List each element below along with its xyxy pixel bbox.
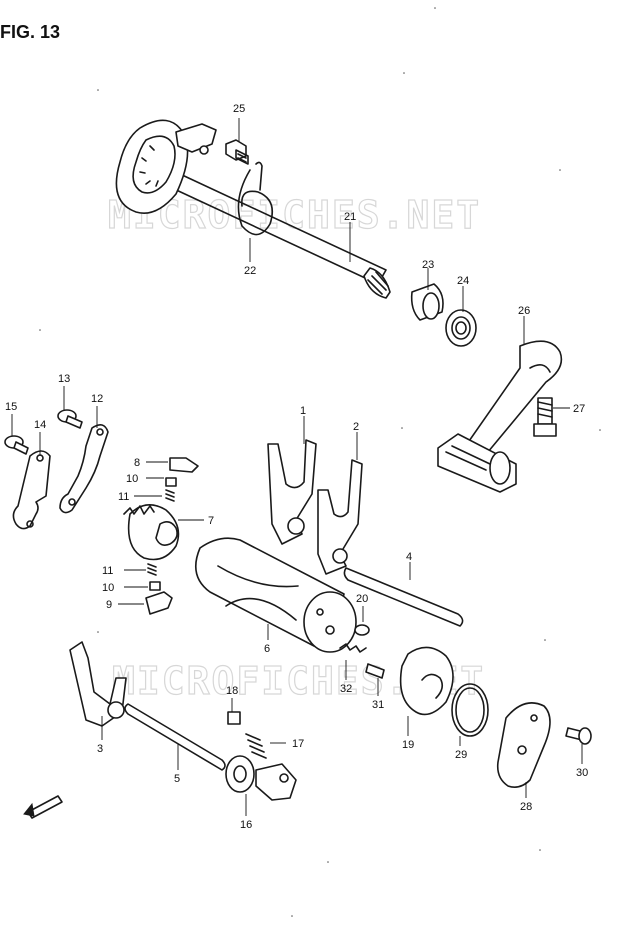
- callout-11-lower: 11: [102, 565, 113, 577]
- part-23-bushing: [410, 283, 444, 321]
- callout-22: 22: [244, 265, 256, 277]
- callout-21: 21: [344, 211, 356, 223]
- part-21-gearshift-shaft: [115, 119, 391, 299]
- callout-5: 5: [174, 773, 180, 785]
- callout-8: 8: [134, 457, 140, 469]
- callouts: 25 21 22 23 24 26 27 1 2 4 6 7 8 10 11 1…: [5, 103, 588, 831]
- part-11-spring-lower: [147, 563, 157, 576]
- callout-14: 14: [34, 419, 46, 431]
- part-8-pawl: [169, 457, 199, 473]
- callout-27: 27: [573, 403, 585, 415]
- part-28-cover: [496, 702, 551, 788]
- callout-6: 6: [264, 643, 270, 655]
- part-22-spring: [237, 161, 274, 236]
- part-9-pawl-lower: [145, 591, 173, 615]
- callout-16: 16: [240, 819, 252, 831]
- part-11-spring-upper: [165, 489, 175, 502]
- callout-10-lower: 10: [102, 582, 114, 594]
- part-7-cam-driven-gear: [123, 504, 180, 561]
- part-10-pin-upper: [165, 477, 177, 487]
- part-32-spring: [339, 643, 367, 653]
- part-18-pin: [227, 711, 241, 725]
- callout-19: 19: [402, 739, 414, 751]
- callout-13: 13: [58, 373, 70, 385]
- callout-9: 9: [106, 599, 112, 611]
- callout-30: 30: [576, 767, 588, 779]
- callout-17: 17: [292, 738, 304, 750]
- part-20-plug: [354, 624, 370, 636]
- part-6-gearshift-cam: [194, 537, 357, 653]
- callout-31: 31: [372, 699, 384, 711]
- part-24-oil-seal: [445, 309, 477, 347]
- callout-3: 3: [97, 743, 103, 755]
- callout-1: 1: [300, 405, 306, 417]
- part-13-screw: [57, 409, 83, 429]
- callout-12: 12: [91, 393, 103, 405]
- part-1-shift-fork: [267, 439, 317, 545]
- part-26-gearshift-lever: [437, 340, 563, 493]
- part-3-shift-fork: [69, 641, 127, 727]
- part-25-bolt: [225, 139, 249, 165]
- part-14-guide-plate: [12, 450, 51, 530]
- callout-18: 18: [226, 685, 238, 697]
- leader-lines: [11, 118, 583, 816]
- callout-10-upper: 10: [126, 473, 138, 485]
- part-31-pin: [365, 663, 385, 679]
- callout-25: 25: [233, 103, 245, 115]
- forward-arrow-icon: [23, 795, 63, 819]
- callout-24: 24: [457, 275, 469, 287]
- part-19-cam-stopper: [399, 646, 454, 716]
- scan-specks: [39, 7, 601, 917]
- part-15-screw: [4, 435, 29, 455]
- part-10-pin-lower: [149, 581, 161, 591]
- callout-7: 7: [208, 515, 214, 527]
- part-4-fork-shaft: [343, 567, 464, 627]
- callout-11-upper: 11: [118, 491, 129, 503]
- part-16-stopper-lever: [225, 755, 297, 801]
- callout-26: 26: [518, 305, 530, 317]
- callout-2: 2: [353, 421, 359, 433]
- callout-23: 23: [422, 259, 434, 271]
- part-2-shift-fork: [317, 459, 363, 575]
- part-5-fork-shaft: [124, 703, 226, 771]
- callout-32: 32: [340, 683, 352, 695]
- figure-title: FIG. 13: [0, 22, 61, 42]
- callout-28: 28: [520, 801, 532, 813]
- callout-15: 15: [5, 401, 17, 413]
- callout-4: 4: [406, 551, 412, 563]
- callout-29: 29: [455, 749, 467, 761]
- part-27-bolt: [533, 397, 557, 437]
- part-29-o-ring: [451, 683, 489, 737]
- part-12-stopper-plate: [59, 424, 109, 514]
- part-17-spring: [245, 733, 267, 759]
- callout-20: 20: [356, 593, 368, 605]
- part-30-screw: [565, 727, 592, 745]
